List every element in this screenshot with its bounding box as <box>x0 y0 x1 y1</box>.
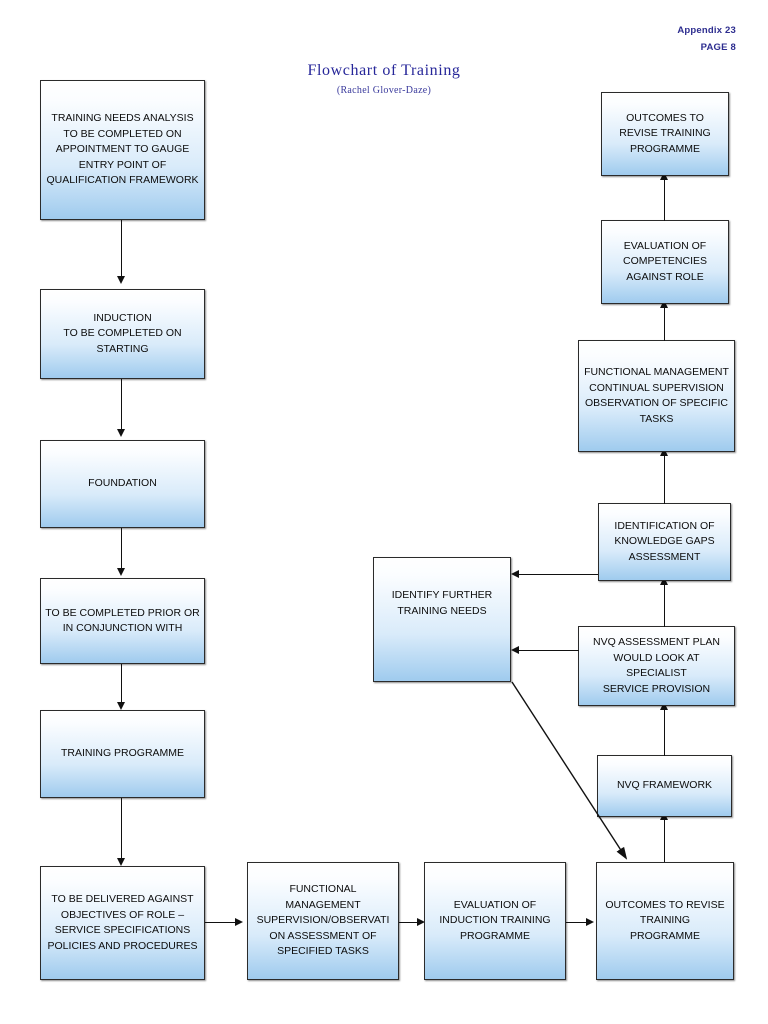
arrowhead-knowledge-gaps-to-functional-continual <box>660 448 668 456</box>
node-functional-management-supervision[interactable]: FUNCTIONAL MANAGEMENT SUPERVISION/OBSERV… <box>247 862 399 980</box>
connector-prior-to-training-programme <box>121 664 123 708</box>
connector-nvq-assessment-to-identify-further <box>518 650 579 652</box>
node-identification-knowledge-gaps[interactable]: IDENTIFICATION OF KNOWLEDGE GAPS ASSESSM… <box>598 503 731 581</box>
connector-induction-to-foundation <box>121 379 123 435</box>
node-nvq-framework[interactable]: NVQ FRAMEWORK <box>597 755 732 817</box>
node-outcomes-revise-training-top[interactable]: OUTCOMES TO REVISE TRAINING PROGRAMME <box>601 92 729 176</box>
connector-knowledge-gaps-to-identify-further <box>518 574 598 576</box>
arrowhead-nvq-framework-to-assessment-plan <box>660 702 668 710</box>
node-functional-management-continual[interactable]: FUNCTIONAL MANAGEMENT CONTINUAL SUPERVIS… <box>578 340 735 452</box>
arrowhead-knowledge-gaps-to-identify-further <box>511 570 519 578</box>
arrowhead-training-programme-to-delivered <box>117 858 125 866</box>
connector-evaluation-induction-to-outcomes <box>566 922 592 924</box>
arrowhead-evaluation-competencies-to-outcomes-top <box>660 172 668 180</box>
arrowhead-foundation-to-prior <box>117 568 125 576</box>
node-nvq-assessment-plan[interactable]: NVQ ASSESSMENT PLAN WOULD LOOK AT SPECIA… <box>578 626 735 706</box>
node-training-programme[interactable]: TRAINING PROGRAMME <box>40 710 205 798</box>
node-delivered-against-objectives[interactable]: TO BE DELIVERED AGAINST OBJECTIVES OF RO… <box>40 866 205 980</box>
connector-tna-to-induction <box>121 220 123 280</box>
appendix-label: Appendix 23 <box>677 25 736 36</box>
arrowhead-tna-to-induction <box>117 276 125 284</box>
arrowhead-assessment-plan-to-knowledge-gaps <box>660 577 668 585</box>
page-number-label: PAGE 8 <box>700 42 736 53</box>
arrowhead-evaluation-induction-to-outcomes <box>586 918 594 926</box>
arrowhead-delivered-to-functional-mgmt <box>235 918 243 926</box>
arrowhead-functional-continual-to-evaluation-competencies <box>660 300 668 308</box>
connector-delivered-to-functional-mgmt <box>205 922 239 924</box>
connector-evaluation-competencies-to-outcomes-top <box>664 176 666 221</box>
connector-foundation-to-prior <box>121 528 123 574</box>
arrowhead-nvq-assessment-to-identify-further <box>511 646 519 654</box>
node-evaluation-competencies[interactable]: EVALUATION OF COMPETENCIES AGAINST ROLE <box>601 220 729 304</box>
arrowhead-functional-mgmt-to-evaluation-induction <box>417 918 425 926</box>
connector-nvq-framework-to-assessment-plan <box>664 706 666 756</box>
connector-outcomes-bottom-to-nvq-framework <box>664 816 666 862</box>
node-evaluation-induction-training[interactable]: EVALUATION OF INDUCTION TRAINING PROGRAM… <box>424 862 566 980</box>
arrowhead-prior-to-training-programme <box>117 702 125 710</box>
node-training-needs-analysis[interactable]: TRAINING NEEDS ANALYSIS TO BE COMPLETED … <box>40 80 205 220</box>
connector-knowledge-gaps-to-functional-continual <box>664 452 666 504</box>
node-identify-further-training-needs[interactable]: IDENTIFY FURTHER TRAINING NEEDS <box>373 557 511 682</box>
connector-assessment-plan-to-knowledge-gaps <box>664 581 666 627</box>
node-to-be-completed-prior[interactable]: TO BE COMPLETED PRIOR OR IN CONJUNCTION … <box>40 578 205 664</box>
page-title: Flowchart of Training <box>307 62 461 79</box>
arrowhead-induction-to-foundation <box>117 429 125 437</box>
connector-functional-mgmt-to-evaluation-induction <box>399 922 423 924</box>
node-outcomes-revise-training-bottom[interactable]: OUTCOMES TO REVISE TRAINING PROGRAMME <box>596 862 734 980</box>
connector-functional-continual-to-evaluation-competencies <box>664 304 666 341</box>
node-induction[interactable]: INDUCTION TO BE COMPLETED ON STARTING <box>40 289 205 379</box>
node-foundation[interactable]: FOUNDATION <box>40 440 205 528</box>
connector-training-programme-to-delivered <box>121 798 123 864</box>
